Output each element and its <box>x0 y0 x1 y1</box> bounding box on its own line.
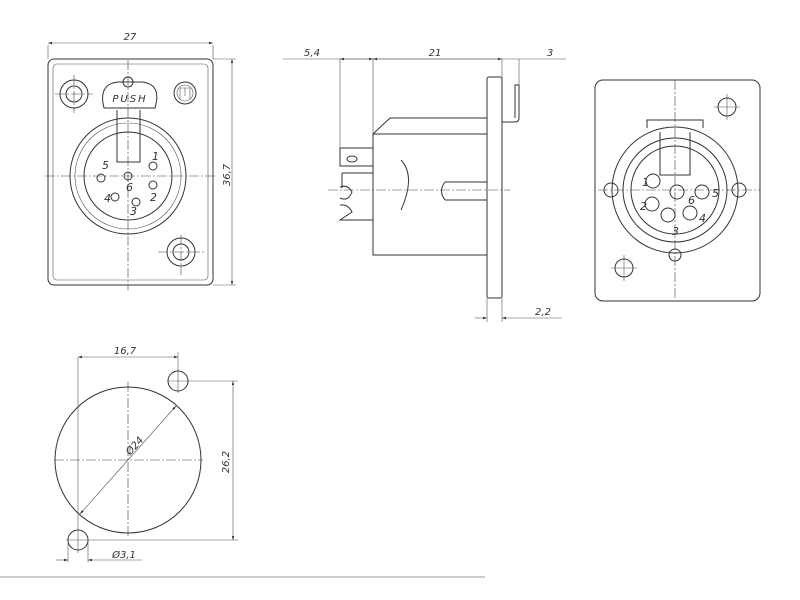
rear-mounting-holes <box>611 94 740 281</box>
mounting-hole-top-left <box>55 75 93 113</box>
hole-spacing-x-dimension: 16,7 <box>114 346 137 357</box>
front-pin-5-label: 5 <box>102 159 109 172</box>
push-label: PUSH <box>112 94 147 105</box>
rear-pin-2-label: 2 <box>640 200 647 213</box>
front-width-dimension: 27 <box>124 32 137 43</box>
front-pin-2-label: 2 <box>150 191 157 204</box>
front-pins <box>96 161 158 207</box>
rear-pin-6-label: 6 <box>688 194 695 207</box>
cutout-diameter-label: Ø24 <box>123 434 146 458</box>
front-height-dimension: 36,7 <box>222 163 233 186</box>
mounting-hole-bottom-right <box>158 235 204 275</box>
side-dimension-21: 21 <box>429 48 442 59</box>
rear-pin-4-label: 4 <box>699 212 706 225</box>
side-dimension-5-4: 5,4 <box>304 48 320 59</box>
front-pin-3-label: 3 <box>130 205 137 218</box>
front-pin-6-label: 6 <box>126 181 133 194</box>
brand-logo-icon <box>173 81 197 105</box>
side-view: 5,4 21 3 2,2 <box>283 48 566 322</box>
push-latch[interactable] <box>102 81 158 109</box>
hole-diameter-label: Ø3,1 <box>111 549 136 561</box>
rear-view: 1 2 3 4 5 6 <box>594 79 761 302</box>
side-dimension-3: 3 <box>547 48 553 59</box>
panel-cutout-view: Ø24 16,7 26,2 Ø3,1 <box>54 346 238 562</box>
rear-pins <box>644 173 710 223</box>
hole-spacing-y-dimension: 26,2 <box>221 451 232 473</box>
front-pin-1-label: 1 <box>152 150 159 163</box>
rear-pin-1-label: 1 <box>642 176 649 189</box>
front-view: 27 36,7 PUSH 1 2 3 4 <box>45 32 236 290</box>
flange-thickness-dimension: 2,2 <box>535 307 551 318</box>
rear-pin-3-label: 3 <box>672 225 679 238</box>
rear-pin-5-label: 5 <box>712 187 719 200</box>
front-pin-4-label: 4 <box>104 192 111 205</box>
